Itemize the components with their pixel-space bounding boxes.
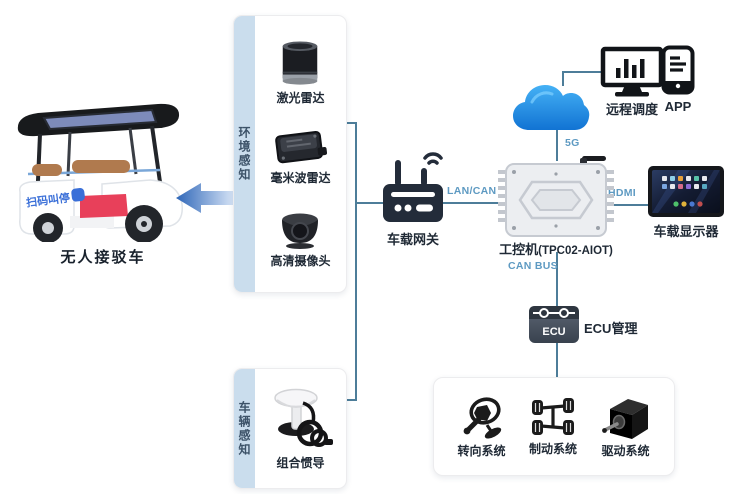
drive-system-label: 驱动系统: [601, 443, 650, 458]
arrow-left-icon: [176, 183, 234, 213]
lidar-label: 激光雷达: [276, 90, 325, 105]
lan-can-link-label: LAN/CAN: [447, 185, 497, 197]
connector-ipc-to-display-hdmi: [612, 204, 649, 206]
industrial-pc-icon: [498, 156, 614, 237]
connector-sensor-bus-vertical: [355, 122, 357, 401]
shuttle-vehicle-illustration: 扫码叫停: [17, 103, 183, 242]
vehicle-label: 无人接驳车: [60, 249, 146, 266]
environment-sensing-body: 激光雷达 毫米波雷达: [255, 16, 346, 292]
connector-ipc-to-ecu-canbus: [556, 252, 558, 307]
list-item: 高清摄像头: [270, 205, 331, 269]
remote-dispatch-label: 远程调度: [605, 102, 658, 117]
brake-icon: [531, 397, 574, 435]
vehicle-sensing-title: 车辆感知: [237, 400, 251, 457]
list-item: 制动系统: [529, 397, 577, 457]
vehicle-display-label: 车载显示器: [653, 224, 719, 239]
industrial-pc-label: 工控机(TPC02-AIOT): [494, 239, 618, 258]
environment-sensing-panel: 环境感知 激光雷达: [233, 15, 347, 293]
list-item: 毫米波雷达: [270, 124, 331, 186]
5g-link-label: 5G: [565, 137, 580, 149]
vehicle-display-icon: [648, 166, 724, 217]
ecu-label: ECU管理: [584, 321, 638, 336]
vehicle-sensing-panel: 车辆感知 组合惯导: [233, 368, 347, 489]
brake-system-label: 制动系统: [528, 441, 577, 456]
steering-icon: [464, 396, 502, 439]
app-phone-icon: [661, 45, 695, 95]
vehicle-sensing-sidebar: 车辆感知: [234, 369, 255, 488]
connector-env-bracket-top: [345, 122, 357, 124]
connector-cloud-to-monitor-h: [562, 71, 603, 73]
connector-cloud-to-ipc-5g: [556, 128, 558, 161]
list-item: 组合惯导: [268, 387, 334, 471]
router-icon: [383, 152, 443, 222]
can-bus-link-label: CAN BUS: [508, 260, 558, 272]
connector-cloud-to-monitor-v: [562, 71, 564, 86]
industrial-pc-model: (TPC02-AIOT): [538, 245, 613, 257]
hd-camera-icon: [282, 213, 319, 249]
ecu-icon: ECU: [529, 306, 579, 343]
actuation-systems-panel: 转向系统 制动系统: [433, 377, 675, 476]
hd-camera-label: 高清摄像头: [270, 253, 331, 268]
list-item: 激光雷达: [276, 40, 325, 106]
steering-system-label: 转向系统: [457, 443, 506, 458]
vehicle-sensing-body: 组合惯导: [255, 369, 346, 488]
environment-sensing-sidebar: 环境感知: [234, 16, 255, 292]
ecu-chip-text: ECU: [542, 326, 565, 338]
connector-vehicle-bracket-bottom: [345, 399, 357, 401]
remote-dispatch-monitor-icon: [600, 46, 664, 97]
lidar-icon: [283, 40, 318, 85]
mmwave-radar-icon: [275, 130, 328, 164]
hdmi-link-label: HDMI: [608, 187, 637, 199]
gnss-antenna-icon: [273, 388, 333, 447]
gnss-antenna-label: 组合惯导: [276, 455, 325, 470]
motor-icon: [602, 398, 649, 439]
connector-ecu-to-actuation: [556, 343, 558, 377]
gateway-label: 车载网关: [386, 232, 439, 247]
list-item: 转向系统: [457, 395, 506, 459]
mmwave-radar-label: 毫米波雷达: [270, 171, 331, 185]
app-label: APP: [664, 99, 692, 114]
list-item: 驱动系统: [600, 395, 650, 459]
cloud-icon: [513, 85, 590, 130]
industrial-pc-name: 工控机: [499, 242, 539, 257]
environment-sensing-title: 环境感知: [237, 126, 251, 182]
